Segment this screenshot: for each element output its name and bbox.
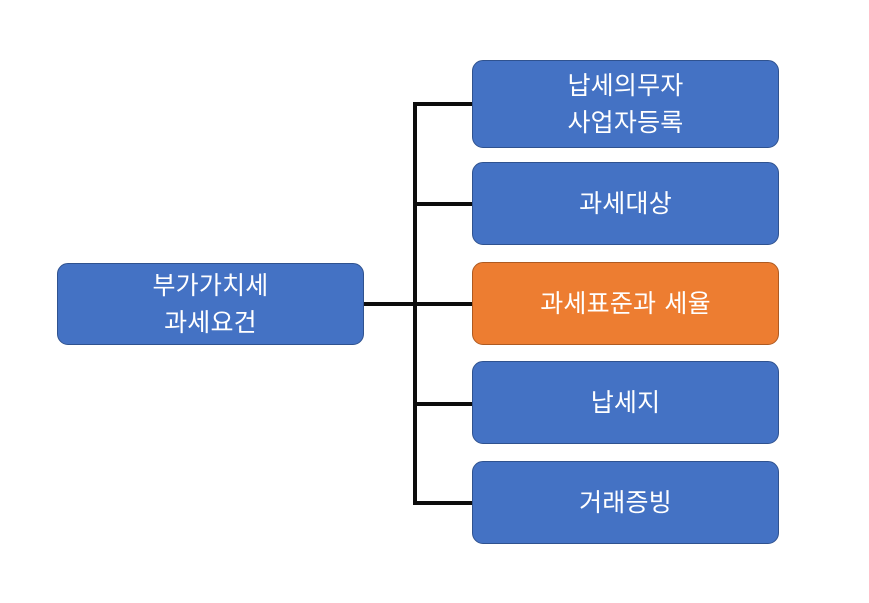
connector-branch-1 [413,102,474,106]
node-leaf-place-of-tax-payment[interactable]: 납세지 [472,361,779,444]
node-leaf-taxable-object[interactable]: 과세대상 [472,162,779,245]
node-root[interactable]: 부가가치세 과세요건 [57,263,364,345]
connector-trunk-vertical [413,102,417,505]
node-leaf-taxpayer-registration[interactable]: 납세의무자 사업자등록 [472,60,779,148]
connector-branch-5 [413,501,474,505]
connector-branch-4 [413,402,474,406]
connector-branch-3 [413,302,474,306]
connector-root-stem [363,302,417,306]
node-leaf-transaction-evidence[interactable]: 거래증빙 [472,461,779,544]
node-leaf-tax-base-and-rate[interactable]: 과세표준과 세율 [472,262,779,345]
connector-branch-2 [413,202,474,206]
